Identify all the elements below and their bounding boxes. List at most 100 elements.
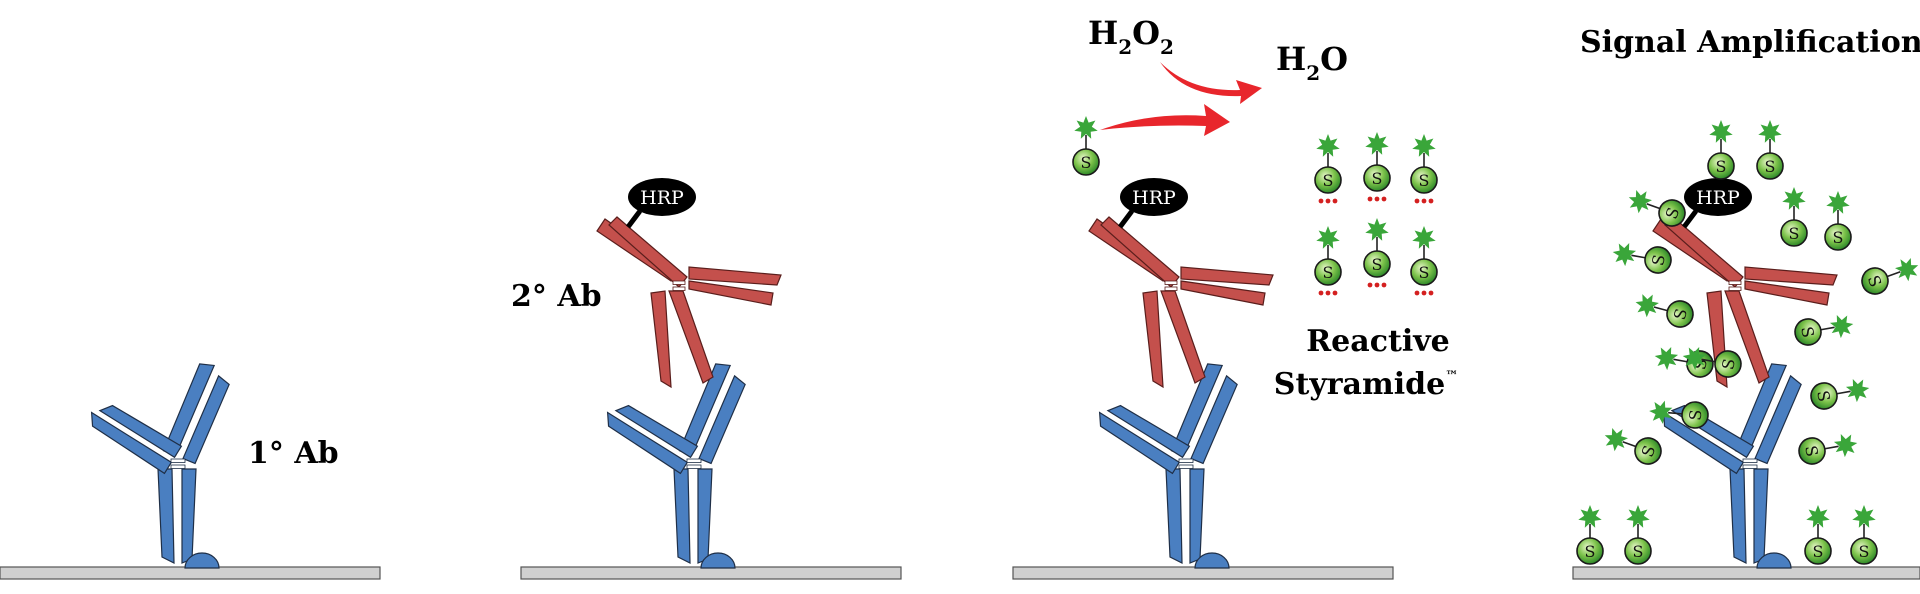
label-styramide: Styramide™	[1274, 367, 1458, 402]
primary-antibody	[1662, 363, 1802, 564]
deposited-styramide: S	[1654, 347, 1714, 378]
label-reactive: Reactive	[1306, 324, 1450, 359]
styramide-label: S	[1419, 263, 1430, 282]
styramide-star-icon	[1626, 505, 1650, 528]
reactant-h2o2: H2O2	[1088, 14, 1174, 59]
deposited-styramide: S	[1612, 243, 1672, 274]
antigen-panel-2	[700, 552, 736, 569]
styramide-label: S	[1633, 542, 1644, 561]
styramide-label: S	[1801, 444, 1822, 458]
deposited-styramide: S	[1810, 379, 1870, 410]
deposited-styramide: S	[1794, 315, 1854, 346]
styramide-star-icon	[1604, 427, 1628, 452]
primary-antibody-panel-1	[90, 363, 230, 569]
styramide-star-icon	[1833, 434, 1858, 458]
styramide-star-icon	[1782, 187, 1806, 210]
styramide-star-icon	[1895, 257, 1919, 282]
styramide-label: S	[1081, 153, 1092, 172]
antigen-panel-3	[1194, 552, 1230, 569]
styramide-star-icon	[1845, 379, 1870, 403]
styramide-label: S	[1716, 157, 1727, 176]
antibody-complex-panel-4: HRP	[1652, 178, 1838, 569]
styramide-star-icon	[1649, 400, 1673, 424]
antibody-complex-panel-3: HRP	[1088, 178, 1274, 569]
styramide-star-icon	[1806, 505, 1830, 528]
antigen-panel-1	[184, 552, 220, 569]
styramide-label: S	[1323, 171, 1334, 190]
styramide-label: S	[1833, 228, 1844, 247]
deposited-styramide: S	[1824, 191, 1852, 251]
deposited-styramide: S	[1649, 400, 1709, 429]
styramide-star-icon	[1709, 120, 1733, 143]
surface-panel-4	[1572, 566, 1920, 580]
antigen-panel-4	[1756, 552, 1792, 569]
label-primary-ab: 1° Ab	[248, 436, 339, 471]
reaction-arrow-styramide	[1100, 104, 1230, 136]
styramide-star-icon	[1852, 505, 1876, 528]
styramide-label: S	[1372, 255, 1383, 274]
hrp-enzyme-panel-2: HRP	[626, 178, 696, 229]
primary-antibody	[1098, 363, 1238, 564]
styramide-label: S	[1813, 389, 1834, 403]
styramide-label: S	[1419, 171, 1430, 190]
styramide-star-icon	[1628, 189, 1652, 214]
reactive-styramide: S	[1363, 132, 1391, 202]
styramide-star-icon	[1365, 132, 1389, 155]
deposited-styramide: S	[1635, 294, 1694, 328]
deposited-styramide: S	[1780, 187, 1808, 247]
styramide-star-icon	[1578, 505, 1602, 528]
reactive-styramide: S	[1410, 226, 1438, 296]
styramide-star-icon	[1316, 134, 1340, 157]
label-signal-amplification: Signal Amplification	[1580, 25, 1920, 60]
surface-panel-1	[0, 566, 381, 580]
deposited-styramide: S	[1756, 120, 1784, 180]
styramide-star-icon	[1826, 191, 1850, 214]
hrp-label: HRP	[1696, 187, 1740, 209]
styramide-label: S	[1648, 253, 1669, 267]
surface-panel-2	[520, 566, 902, 580]
secondary-antibody	[596, 216, 782, 389]
styramide-label: S	[1323, 263, 1334, 282]
styramide-star-icon	[1074, 116, 1098, 139]
styramide-label: S	[1670, 306, 1691, 322]
styramide-label: S	[1813, 542, 1824, 561]
reaction-arrow-peroxide	[1160, 62, 1262, 104]
styramide-star-icon	[1829, 315, 1854, 339]
deposited-styramide: S	[1682, 347, 1742, 378]
svg-text:H2O: H2O	[1276, 40, 1348, 85]
styramide-label: S	[1686, 409, 1706, 422]
deposited-styramide: S	[1628, 189, 1686, 227]
reactive-styramide: S	[1314, 134, 1342, 204]
styramide-star-icon	[1682, 347, 1707, 371]
styramide-molecules-panel-3: S S S S S S S	[1072, 116, 1438, 296]
hrp-enzyme-panel-4: HRP	[1682, 178, 1752, 229]
styramide-label: S	[1797, 325, 1818, 339]
styramide-star-icon	[1412, 134, 1436, 157]
styramide-label: S	[1585, 542, 1596, 561]
deposited-styramide: S	[1850, 505, 1878, 565]
styramide-label: S	[1789, 224, 1800, 243]
reactive-styramide: S	[1363, 218, 1391, 288]
styramide-reactant: S	[1072, 116, 1100, 176]
styramide-star-icon	[1635, 294, 1659, 318]
deposited-styramide: S	[1707, 120, 1735, 180]
surface-panel-3	[1012, 566, 1394, 580]
deposited-styramide: S	[1604, 427, 1662, 465]
hrp-enzyme-panel-3: HRP	[1118, 178, 1188, 229]
reactive-styramide: S	[1314, 226, 1342, 296]
deposited-styramide: S	[1798, 434, 1858, 465]
deposited-styramide: S	[1861, 257, 1919, 295]
svg-text:H2O2: H2O2	[1088, 14, 1174, 59]
styramide-label: S	[1859, 542, 1870, 561]
deposited-styramide: S	[1804, 505, 1832, 565]
styramide-star-icon	[1654, 347, 1679, 371]
hrp-label: HRP	[1132, 187, 1176, 209]
reactive-styramide: S	[1410, 134, 1438, 204]
styramide-label: S	[1372, 169, 1383, 188]
styramide-label: S	[1718, 357, 1739, 371]
styramide-star-icon	[1316, 226, 1340, 249]
hrp-label: HRP	[640, 187, 684, 209]
antibody-complex-panel-2: HRP	[596, 178, 782, 569]
